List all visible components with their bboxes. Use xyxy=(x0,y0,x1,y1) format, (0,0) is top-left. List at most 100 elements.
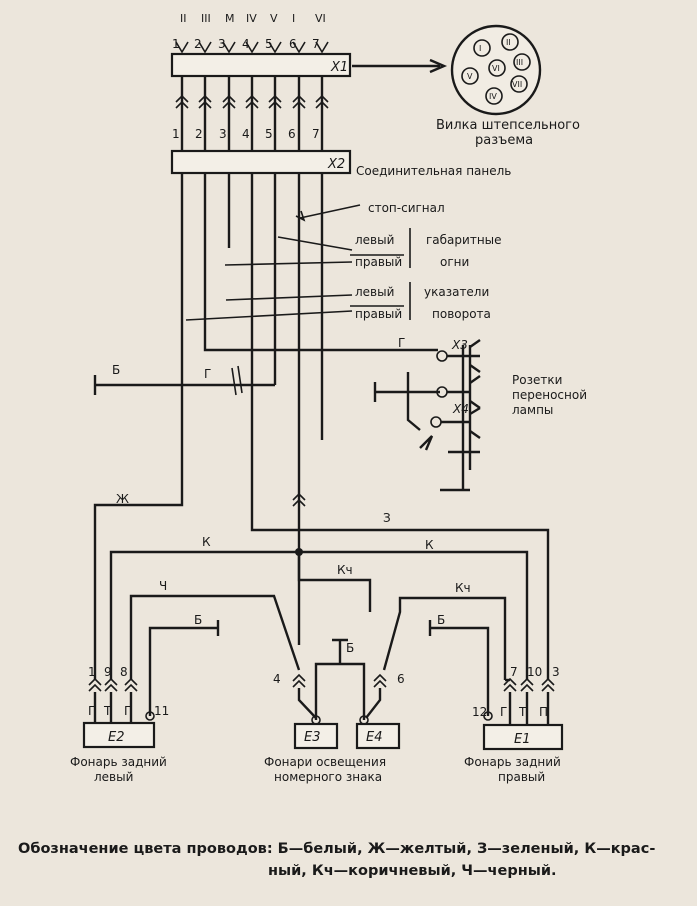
top-pin-numbers: II III M IV V I VI 1 2 3 4 5 6 7 xyxy=(172,12,326,51)
e1-caption-1: Фонарь задний xyxy=(464,755,561,769)
socket-x4: X4 xyxy=(373,372,481,492)
plug-pin-v: V xyxy=(467,72,473,81)
pin-top-7: 7 xyxy=(312,37,320,51)
wire-k xyxy=(109,550,529,680)
wire-ch xyxy=(129,594,301,680)
lamp-e2: 1 9 8 П Т Г 11 E2 Фонарь задний левый xyxy=(70,665,169,784)
e2-letter-2: Т xyxy=(103,704,112,718)
sockets-1: Розетки xyxy=(512,373,562,387)
socket-x3: Г X3 xyxy=(398,336,481,490)
pin-top-5: 5 xyxy=(265,37,273,51)
connector-x2 xyxy=(170,149,352,175)
lamp-e1: 7 10 3 Г Т П 12 E1 Фонарь задний правый xyxy=(464,665,564,784)
sockets-2: переносной xyxy=(512,388,587,402)
e2-ground-pin: 11 xyxy=(154,704,169,718)
e2-name: E2 xyxy=(108,730,125,745)
wire-label-g: Г xyxy=(398,336,405,350)
e1-ground-pin: 12 xyxy=(472,705,487,719)
e1-pin-1: 7 xyxy=(510,665,518,679)
label-gabarit-2: огни xyxy=(440,255,469,269)
wire-kch-right xyxy=(382,596,507,680)
pin-mid-2: 2 xyxy=(195,127,203,141)
wire-label-kch1: Кч xyxy=(337,563,353,577)
e2-letter-3: Г xyxy=(124,704,131,718)
wire-label-k2: К xyxy=(425,538,434,552)
e2-pin-2: 9 xyxy=(104,665,112,679)
wire-label-b: Б xyxy=(112,363,120,377)
label-right-2: правый xyxy=(355,307,402,321)
e2-pin-3: 8 xyxy=(120,665,128,679)
x2-caption: Соединительная панель xyxy=(356,164,511,178)
sockets-3: лампы xyxy=(512,403,553,417)
plug-pin-iv: IV xyxy=(489,92,497,101)
x1-label: X1 xyxy=(330,60,348,75)
pin-top-6: 6 xyxy=(289,37,297,51)
roman-4: IV xyxy=(246,12,257,25)
e34-caption-1: Фонари освещения xyxy=(264,755,386,769)
stop-signal-leader xyxy=(299,204,361,219)
label-turn-2: поворота xyxy=(432,307,491,321)
pin-top-3: 3 xyxy=(218,37,226,51)
roman-6: I xyxy=(292,12,295,25)
wire-label-b2: Б xyxy=(194,613,202,627)
plug-pin-vi: VI xyxy=(492,64,500,73)
pin-mid-6: 6 xyxy=(288,127,296,141)
label-left-2: левый xyxy=(355,285,394,299)
x2-label: X2 xyxy=(327,157,345,172)
ground-crossing xyxy=(231,365,243,396)
wire-label-kch2: Кч xyxy=(455,581,471,595)
leader-right-2 xyxy=(185,310,353,321)
roman-7: VI xyxy=(315,12,326,25)
main-wires xyxy=(93,173,550,680)
e1-pin-3: 3 xyxy=(552,665,560,679)
e4-name: E4 xyxy=(366,730,383,745)
plug-title-1: Вилка штепсельного xyxy=(436,118,580,133)
wire-b-left xyxy=(148,620,220,716)
pin-mid-7: 7 xyxy=(312,127,320,141)
roman-3: M xyxy=(225,12,235,25)
pin-mid-5: 5 xyxy=(265,127,273,141)
lamp-e3: 4 E3 xyxy=(273,672,339,750)
upper-wires xyxy=(180,76,324,150)
e3-pin: 4 xyxy=(273,672,281,686)
plug-pin-i: I xyxy=(479,44,481,53)
wire-label-k1: К xyxy=(202,535,211,549)
leader-right-1 xyxy=(224,261,353,266)
e1-letter-3: П xyxy=(539,705,548,719)
plug-face: I II III IV V VI VII xyxy=(450,24,542,116)
wire-label-z: З xyxy=(383,511,391,525)
e2-pin-1: 1 xyxy=(88,665,96,679)
e1-name: E1 xyxy=(514,732,531,747)
wire-kch-mid xyxy=(297,552,372,612)
stop-arrow xyxy=(295,210,306,222)
wire-label-b4: Б xyxy=(346,641,354,655)
roman-2: III xyxy=(201,12,211,25)
e1-letter-2: Т xyxy=(518,705,527,719)
wire-label-ch: Ч xyxy=(159,579,167,593)
x4-label: X4 xyxy=(452,402,469,416)
wire-label-b3: Б xyxy=(437,613,445,627)
plug-pin-iii: III xyxy=(516,58,523,67)
legend-line-1: Обозначение цвета проводов: Б—белый, Ж—ж… xyxy=(18,841,656,857)
pin-mid-1: 1 xyxy=(172,127,180,141)
plug-pin-vii: VII xyxy=(512,80,522,89)
e1-letter-1: Г xyxy=(500,705,507,719)
label-turn-1: указатели xyxy=(424,285,489,299)
pin-mid-3: 3 xyxy=(219,127,227,141)
pin-top-2: 2 xyxy=(194,37,202,51)
e1-pin-2: 10 xyxy=(527,665,542,679)
pin-top-4: 4 xyxy=(242,37,250,51)
wire-b-right xyxy=(428,620,490,716)
pin-top-1: 1 xyxy=(172,37,180,51)
leader-left-2 xyxy=(225,294,353,301)
e2-letter-1: П xyxy=(88,704,97,718)
pin-mid-4: 4 xyxy=(242,127,250,141)
wire-label-g2: Г xyxy=(204,367,211,381)
x3-label: X3 xyxy=(451,338,468,352)
legend-line-2: ный, Кч—коричневый, Ч—черный. xyxy=(268,863,557,879)
label-left-1: левый xyxy=(355,233,394,247)
wire-b-mid xyxy=(314,638,366,720)
e2-caption-2: левый xyxy=(94,770,133,784)
